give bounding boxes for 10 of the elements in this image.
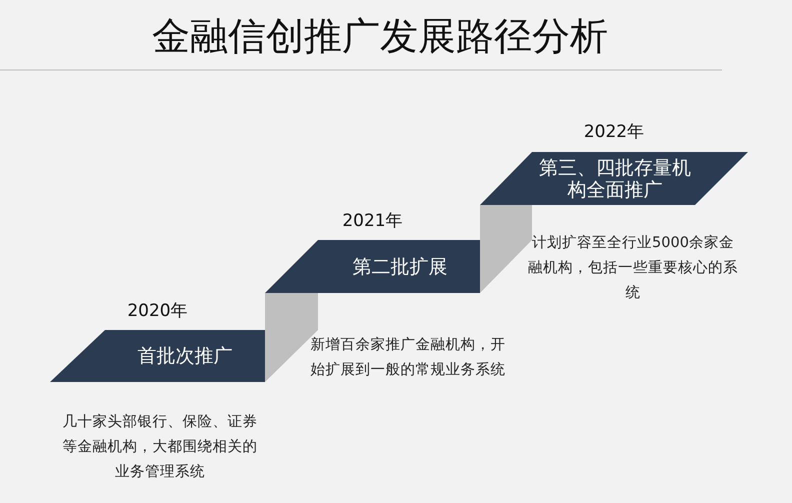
step-description: 新增百余家推广金融机构，开始扩展到一般的常规业务系统 — [310, 336, 506, 380]
step-title: 第二批扩展 — [352, 256, 448, 278]
year-label: 2020年 — [126, 300, 189, 322]
year-label: 2022年 — [582, 121, 646, 143]
step-title: 第三、四批存量机构全面推广 — [538, 156, 692, 200]
title: 金融信创推广发展路径分析 — [151, 13, 609, 60]
step-description: 几十家头部银行、保险、证券等金融机构，大都围绕相关的业务管理系统 — [62, 412, 258, 482]
step-description: 计划扩容至全行业5000余家金融机构，包括一些重要核心的系统 — [528, 234, 738, 303]
step-title: 首批次推广 — [136, 345, 234, 367]
year-label: 2021年 — [341, 210, 404, 232]
